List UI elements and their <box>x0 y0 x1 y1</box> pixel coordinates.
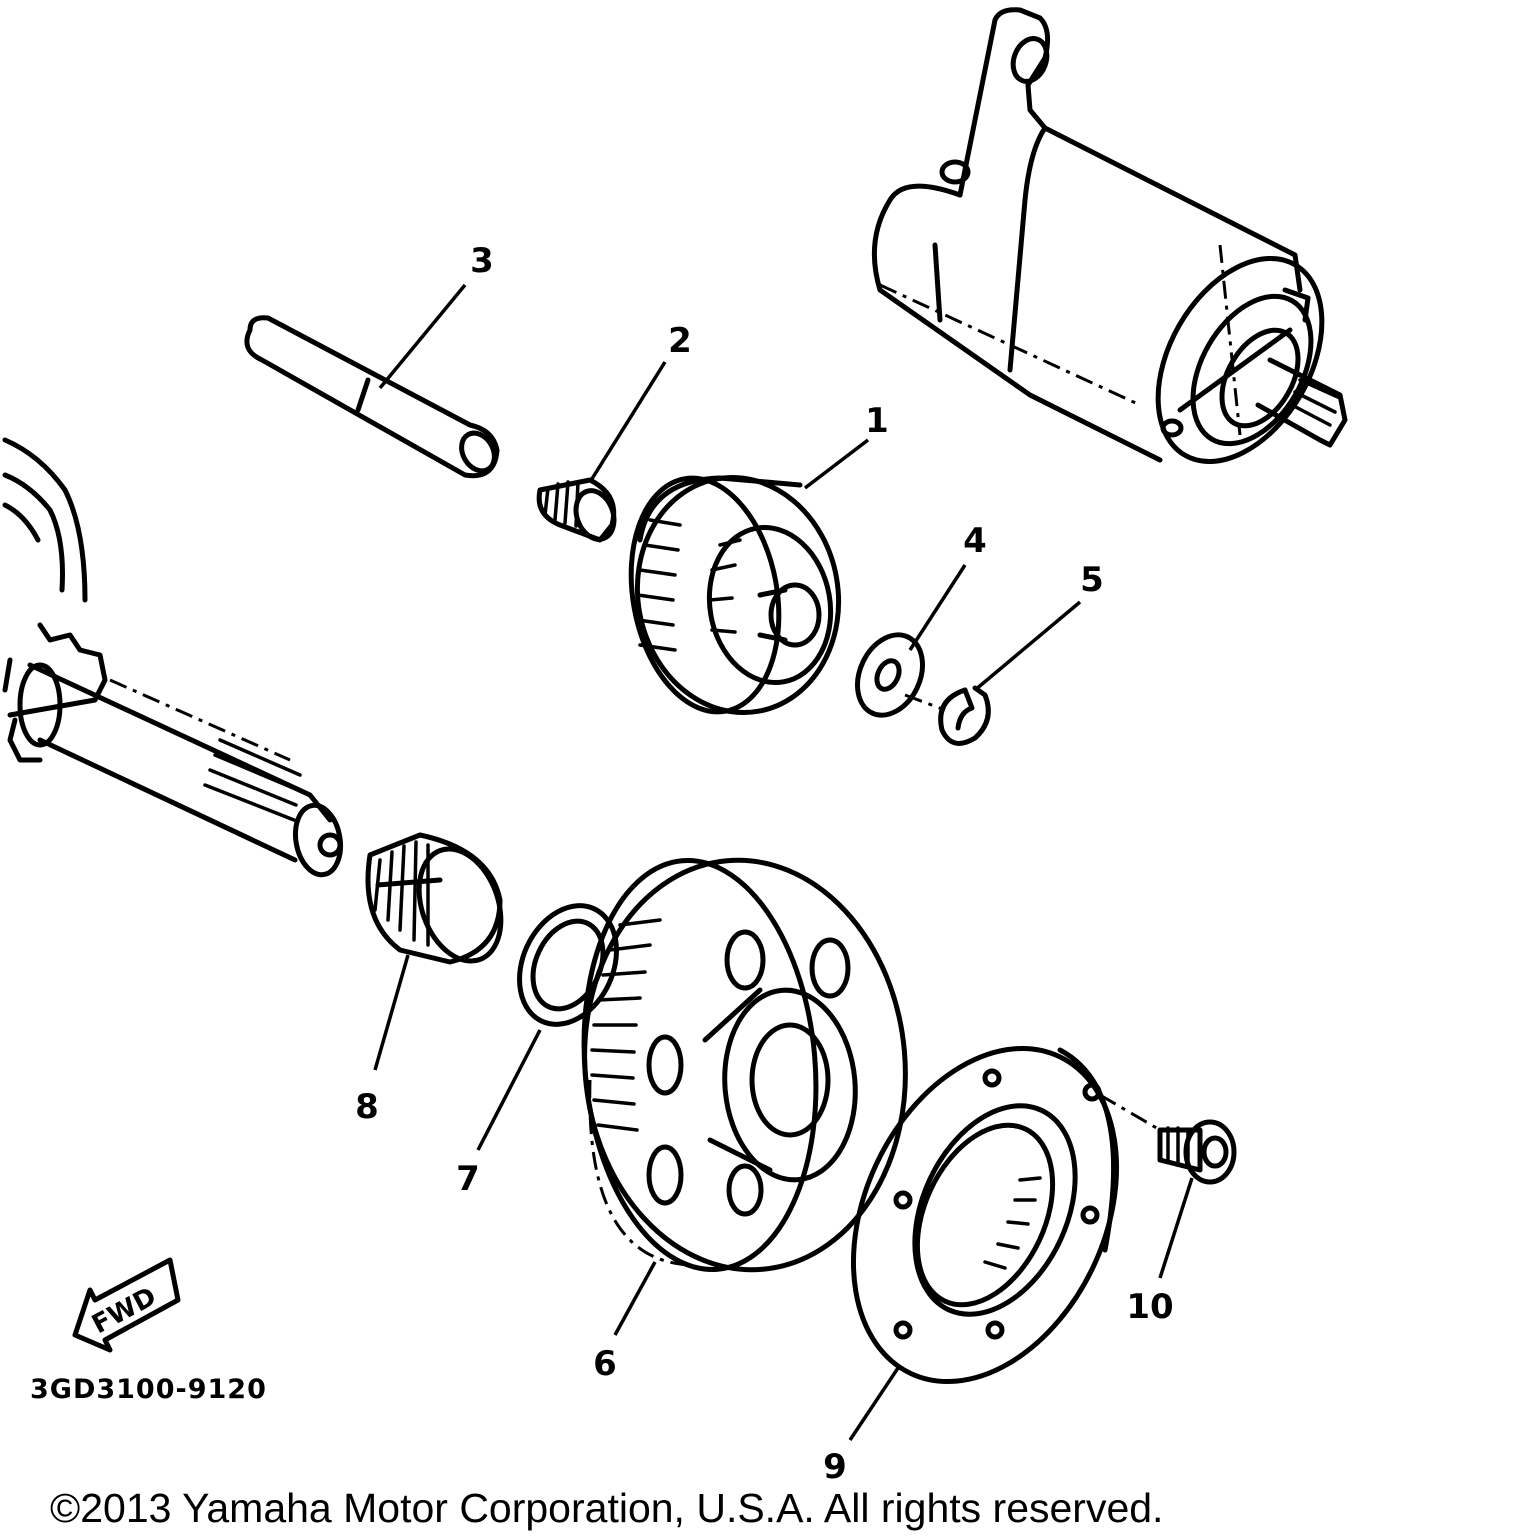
part-5-circlip-drawing <box>938 685 991 746</box>
leader-lines <box>373 283 1194 1441</box>
part-4-washer-drawing <box>855 632 925 718</box>
part-8-bearing-drawing <box>365 832 504 965</box>
part-1-idle-gear-drawing <box>628 475 842 715</box>
part-label-6: 6 <box>593 1344 617 1384</box>
starter-motor-drawing <box>871 7 1348 464</box>
part-label-7: 7 <box>456 1159 480 1199</box>
part-label-8: 8 <box>355 1087 379 1127</box>
part-9-one-way-clutch-drawing <box>850 1045 1120 1385</box>
part-label-9: 9 <box>823 1447 847 1487</box>
assembly-center-lines <box>904 693 1161 1132</box>
part-label-5: 5 <box>1080 560 1104 600</box>
copyright-notice: ©2013 Yamaha Motor Corporation, U.S.A. A… <box>50 1485 1163 1531</box>
part-label-1: 1 <box>865 401 889 441</box>
part-6-wheel-gear-drawing <box>581 857 908 1273</box>
part-10-bolt-drawing <box>1157 1119 1237 1185</box>
part-label-2: 2 <box>668 321 692 361</box>
part-2-bearing-drawing <box>536 477 617 543</box>
crankshaft-drawing <box>2 437 344 878</box>
part-label-4: 4 <box>963 521 987 561</box>
part-label-10: 10 <box>1126 1287 1173 1327</box>
diagram-code: 3GD3100-9120 <box>30 1374 267 1405</box>
forward-direction-arrow: FWD <box>72 1257 181 1353</box>
part-label-3: 3 <box>470 241 494 281</box>
part-3-shaft-drawing <box>244 315 500 479</box>
